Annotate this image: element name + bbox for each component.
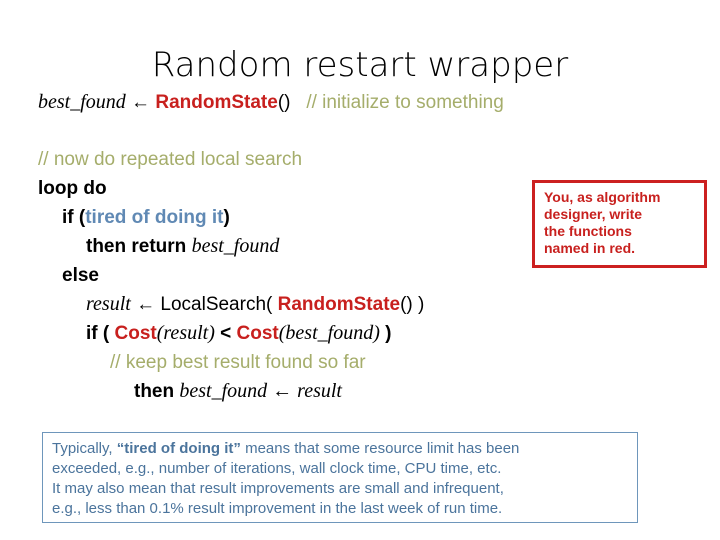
variable-result: result <box>86 293 131 315</box>
operator-less-than: < <box>214 323 237 344</box>
keyword-if-close-2: ) <box>379 323 392 344</box>
variable-best-found: best_found <box>38 91 126 113</box>
code-line-localsearch: result ← LocalSearch( RandomState() ) <box>38 290 698 319</box>
randomstate-parens-2: () ) <box>400 294 425 315</box>
red-callout-box: You, as algorithm designer, write the fu… <box>532 180 707 268</box>
keyword-else: else <box>62 265 99 286</box>
comment-keep-text: // keep best result found so far <box>110 352 366 373</box>
code-line-else: else <box>38 261 698 290</box>
keyword-if-open-2: if ( <box>86 323 115 344</box>
function-localsearch: LocalSearch( <box>160 294 278 315</box>
function-cost-1: Cost <box>114 323 157 344</box>
code-line-if-tired: if (tired of doing it) <box>38 203 698 232</box>
blue-note-line-1-prefix: Typically, <box>52 440 117 457</box>
cost-arg-result: (result) <box>156 322 215 344</box>
function-cost-2: Cost <box>236 323 279 344</box>
page-title: Random restart wrapper <box>151 45 569 85</box>
comment-repeat-text: // now do repeated local search <box>38 149 303 170</box>
variable-best-found-return: best_found <box>191 235 280 257</box>
comment-initialize-text: // initialize to something <box>306 92 504 113</box>
keyword-then-2: then <box>134 381 180 402</box>
pseudocode-block: best_found ← RandomState() // initialize… <box>38 88 698 406</box>
code-line-if-cost: if ( Cost(result) < Cost(best_found) ) <box>38 319 698 348</box>
code-line-loop-do: loop do <box>38 174 698 203</box>
assign-arrow: ← <box>125 92 156 113</box>
code-line-comment-repeat: // now do repeated local search <box>38 145 698 174</box>
assign-arrow-2: ← <box>130 294 161 315</box>
blue-note-line-4: e.g., less than 0.1% result improvement … <box>52 500 503 517</box>
red-callout-line-1: You, as algorithm <box>544 189 661 205</box>
keyword-if-close: ) <box>223 207 230 228</box>
randomstate-parens: () <box>277 92 291 113</box>
assign-arrow-3: ← <box>267 380 298 402</box>
blue-note-line-1: Typically, “tired of doing it” means tha… <box>52 439 637 459</box>
keyword-loop-do: loop do <box>38 178 107 199</box>
condition-tired-of-doing-it: tired of doing it <box>85 207 224 228</box>
blue-note-line-1-suffix: means that some resource limit has been <box>240 440 520 457</box>
blue-note-emphasis-tired: “tired of doing it” <box>116 440 241 457</box>
variable-best-found-assign: best_found <box>179 380 268 402</box>
code-line-comment-keep: // keep best result found so far <box>38 348 698 377</box>
variable-result-assign: result <box>297 380 342 402</box>
code-line-then-assign: then best_found ← result <box>38 377 698 406</box>
function-randomstate-2: RandomState <box>277 294 401 315</box>
comment-initialize <box>290 92 306 113</box>
red-callout-line-3: the functions <box>544 223 632 239</box>
cost-arg-best-found: (best_found) <box>278 322 380 344</box>
function-randomstate: RandomState <box>155 92 278 113</box>
code-line-initialize: best_found ← RandomState() // initialize… <box>38 88 698 117</box>
code-spacer <box>38 117 698 145</box>
red-callout-line-2: designer, write <box>544 206 643 222</box>
keyword-then-return: then return <box>86 236 192 257</box>
blue-note-line-2: exceeded, e.g., number of iterations, wa… <box>52 460 502 477</box>
red-callout-line-4: named in red. <box>544 240 636 256</box>
code-line-then-return: then return best_found <box>38 232 698 261</box>
keyword-if-open: if ( <box>62 207 86 228</box>
blue-note-box: Typically, “tired of doing it” means tha… <box>42 432 638 523</box>
blue-note-line-3: It may also mean that result improvement… <box>52 480 504 497</box>
